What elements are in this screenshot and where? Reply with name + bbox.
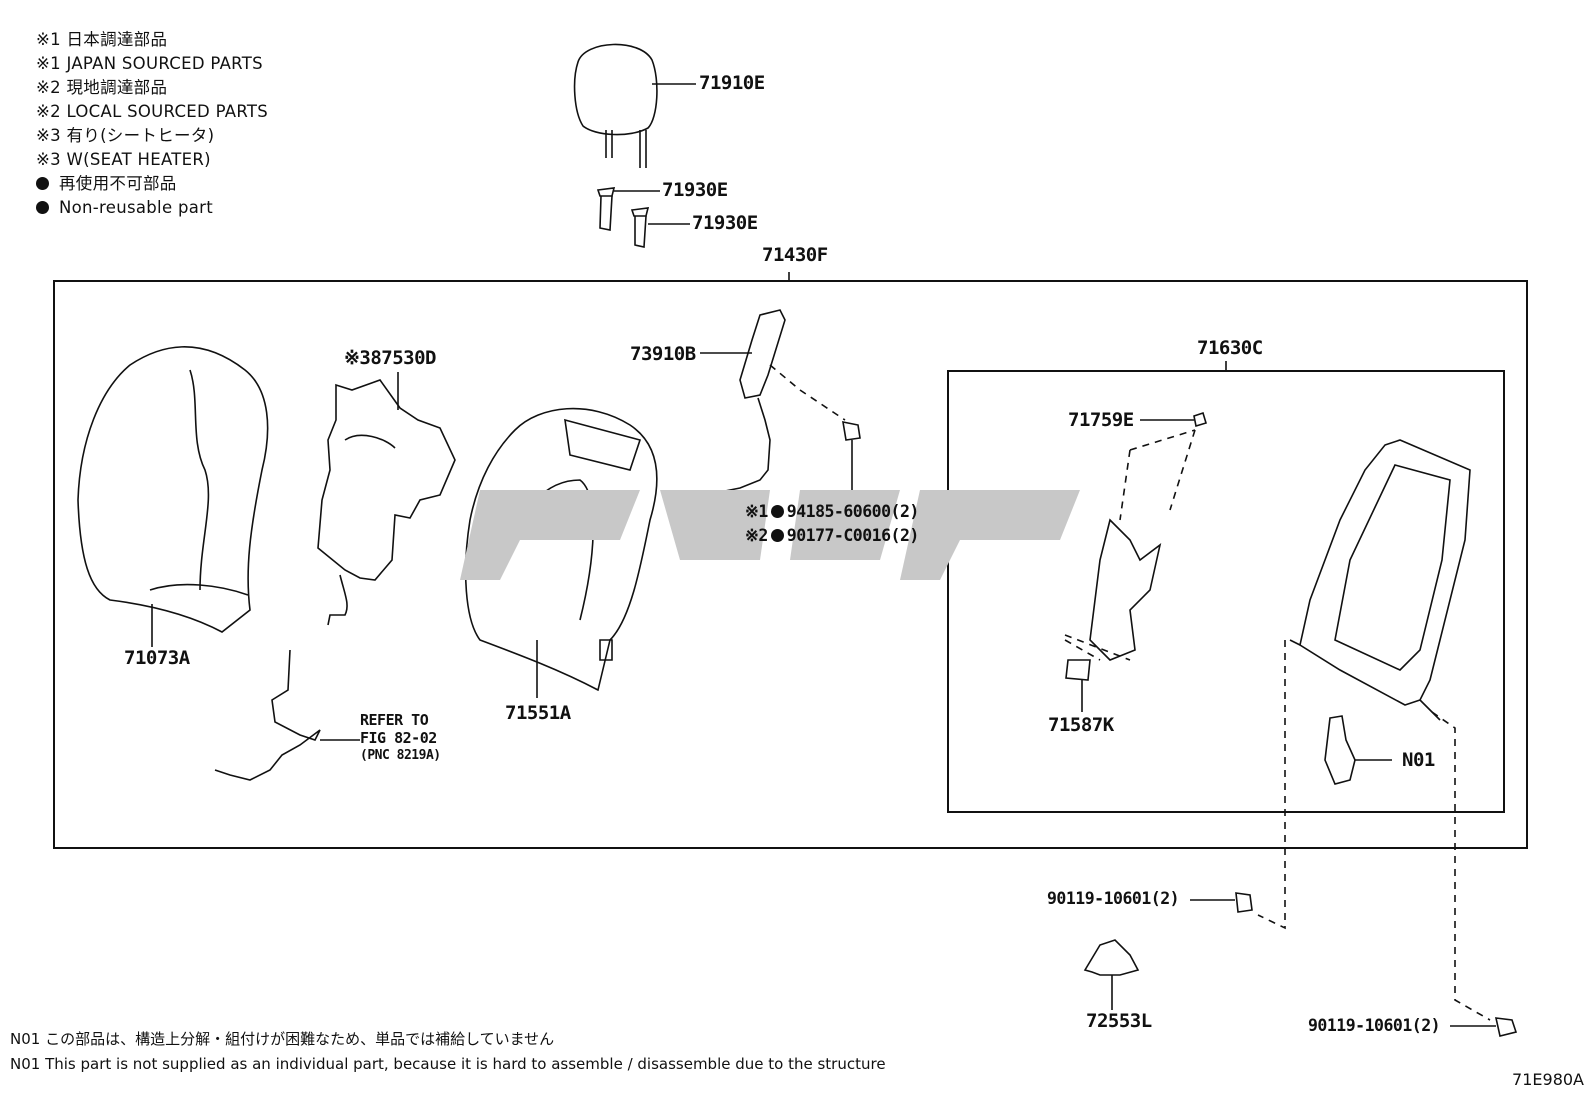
legend-line-6: ※3 W(SEAT HEATER) xyxy=(36,150,211,169)
part-label-headrest[interactable]: 71910E xyxy=(699,72,765,94)
footnote-japanese: N01 この部品は、構造上分解・組付けが困難なため、単品では補給していません xyxy=(10,1030,555,1048)
seatback-frame-drawing xyxy=(1289,439,1471,721)
part-label-bolt-a[interactable]: 90119-10601(2) xyxy=(1047,889,1180,908)
part-label-pad[interactable]: 71073A xyxy=(124,647,190,669)
part-label-hinge-cover[interactable]: 72553L xyxy=(1086,1010,1152,1032)
motor-drawing xyxy=(1324,715,1392,785)
heater-part-number: 87530D xyxy=(370,347,436,369)
leader-line xyxy=(1257,640,1286,930)
reference-line-3: (PNC 8219A) xyxy=(360,748,441,763)
legend-line-1: ※1 日本調達部品 xyxy=(36,30,168,49)
wire-harness-drawing xyxy=(214,649,360,781)
part-label-bolt-b[interactable]: 90119-10601(2) xyxy=(1308,1016,1441,1035)
part-label-cover[interactable]: 71551A xyxy=(505,702,571,724)
legend: ※1 日本調達部品 ※1 JAPAN SOURCED PARTS ※2 現地調達… xyxy=(36,28,268,220)
part-label-airbag[interactable]: 73910B xyxy=(630,343,696,365)
non-reusable-dot-icon xyxy=(36,177,49,190)
non-reusable-dot-icon xyxy=(36,201,49,214)
non-reusable-dot-icon xyxy=(770,505,784,518)
nut1-prefix: ※1 xyxy=(745,502,768,521)
reference-line-1: REFER TO xyxy=(360,711,429,729)
legend-line-5: ※3 有り(シートヒータ) xyxy=(36,126,215,145)
part-label-frame[interactable]: 71630C xyxy=(1197,337,1263,359)
diagram-code: 71E980A xyxy=(1512,1070,1584,1089)
reference-note[interactable]: REFER TO FIG 82-02 (PNC 8219A) xyxy=(360,711,441,765)
nut2-prefix: ※2 xyxy=(745,526,768,545)
legend-line-8: Non-reusable part xyxy=(36,196,268,220)
part-label-support-b[interactable]: 71930E xyxy=(692,212,758,234)
bracket-drawing xyxy=(1064,411,1207,712)
part-label-clip[interactable]: 71759E xyxy=(1068,409,1134,431)
part-label-motor[interactable]: N01 xyxy=(1402,749,1435,771)
legend-line-4: ※2 LOCAL SOURCED PARTS xyxy=(36,102,269,121)
part-label-support-a[interactable]: 71930E xyxy=(662,179,728,201)
headrest-support-drawing xyxy=(596,187,690,248)
non-reusable-dot-icon xyxy=(770,529,784,542)
legend-line-7: 再使用不可部品 xyxy=(36,172,268,196)
seat-heater-drawing xyxy=(317,372,456,626)
legend-line-2: ※1 JAPAN SOURCED PARTS xyxy=(36,54,263,73)
part-label-nut-1[interactable]: ※1 94185-60600(2) xyxy=(745,502,920,521)
part-label-heater[interactable]: ※387530D xyxy=(344,349,436,368)
seatback-pad-drawing xyxy=(77,346,269,647)
nut1-part-number: 94185-60600(2) xyxy=(786,502,920,521)
assembly-boundary xyxy=(53,280,1528,849)
nut2-part-number: 90177-C0016(2) xyxy=(786,526,920,545)
bolt-drawing xyxy=(1190,892,1518,1037)
part-label-assembly[interactable]: 71430F xyxy=(762,244,828,266)
leader-line xyxy=(1431,711,1491,1021)
watermark-logo xyxy=(460,490,1080,580)
hinge-cover-drawing xyxy=(1083,939,1140,1010)
heater-prefix: ※3 xyxy=(344,347,371,369)
part-label-nut-2[interactable]: ※2 90177-C0016(2) xyxy=(745,526,920,545)
footnote-english: N01 This part is not supplied as an indi… xyxy=(10,1055,886,1073)
reference-line-2: FIG 82-02 xyxy=(360,729,437,747)
headrest-drawing xyxy=(573,43,696,168)
legend-line-3: ※2 現地調達部品 xyxy=(36,78,168,97)
part-label-bracket[interactable]: 71587K xyxy=(1048,714,1114,736)
